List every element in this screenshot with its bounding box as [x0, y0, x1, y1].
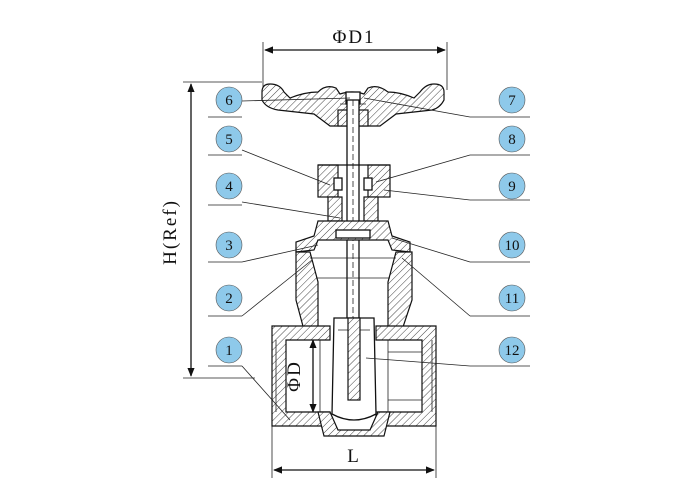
dimension-h: H(Ref): [160, 81, 262, 379]
valve-body: [271, 251, 437, 437]
stem: [346, 99, 360, 331]
svg-text:5: 5: [225, 132, 233, 148]
svg-text:9: 9: [508, 179, 516, 195]
callout-9: 9: [498, 172, 526, 200]
h-label: H(Ref): [160, 199, 181, 265]
callout-3: 3: [215, 231, 243, 259]
dimension-d1: ΦD1: [262, 27, 448, 90]
callout-6: 6: [215, 86, 243, 114]
svg-text:1: 1: [225, 343, 233, 359]
callout-12: 12: [498, 336, 526, 364]
callout-8: 8: [498, 125, 526, 153]
svg-text:2: 2: [225, 291, 233, 307]
dimension-d: ΦD: [284, 339, 317, 413]
svg-text:7: 7: [508, 93, 516, 109]
svg-text:4: 4: [225, 179, 233, 195]
l-label: L: [347, 446, 361, 467]
callout-4: 4: [215, 172, 243, 200]
svg-text:8: 8: [508, 132, 516, 148]
callout-11: 11: [498, 284, 526, 312]
svg-text:11: 11: [505, 291, 519, 307]
d1-label: ΦD1: [332, 27, 375, 48]
d-label: ΦD: [284, 360, 305, 392]
svg-text:6: 6: [225, 93, 233, 109]
svg-text:12: 12: [505, 343, 520, 359]
callout-7: 7: [498, 86, 526, 114]
leader-lines: [208, 97, 530, 421]
callout-10: 10: [498, 231, 526, 259]
svg-text:3: 3: [225, 238, 233, 254]
svg-text:10: 10: [505, 238, 520, 254]
callout-2: 2: [215, 284, 243, 312]
callouts-right: 7 8 9 10 11 12: [498, 86, 526, 364]
callout-5: 5: [215, 125, 243, 153]
dimension-l: L: [271, 420, 437, 478]
gate-wedge: [331, 317, 377, 421]
bonnet: [295, 220, 411, 253]
callout-1: 1: [215, 336, 243, 364]
callouts-left: 6 5 4 3 2 1: [215, 86, 243, 364]
